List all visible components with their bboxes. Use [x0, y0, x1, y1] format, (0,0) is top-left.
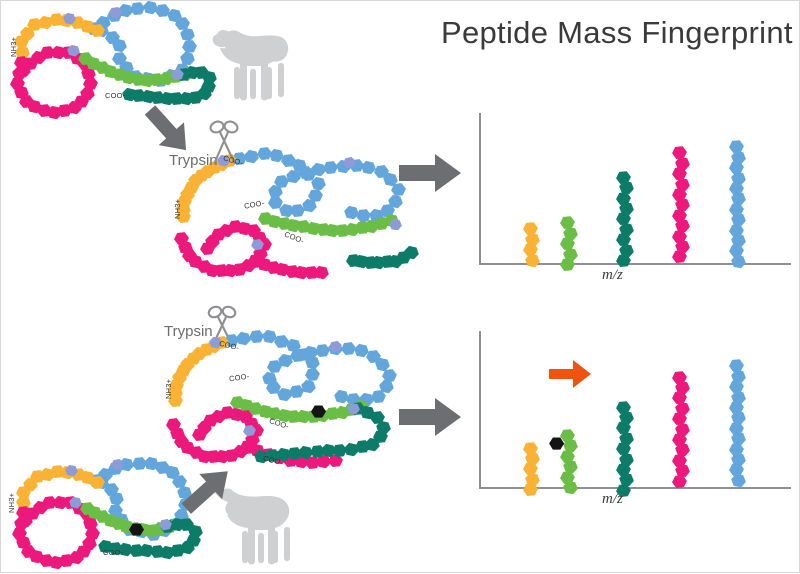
spectrum-bottom-y-axis	[479, 331, 481, 489]
spectrum-peak	[560, 216, 576, 265]
digested-peptides-top	[161, 121, 411, 286]
analysis-arrow-top	[399, 154, 461, 192]
intact-protein-bottom	[1, 451, 231, 574]
spectrum-peak	[616, 401, 632, 489]
modification-bead	[311, 405, 326, 418]
amino-acid-bead	[130, 2, 146, 17]
spectrum-peak	[523, 442, 539, 489]
trypsin-label-top: Trypsin	[169, 152, 218, 169]
page-title: Peptide Mass Fingerprint	[441, 15, 793, 50]
spectrum-peak	[729, 140, 745, 265]
spectrum-bottom-x-axis	[479, 487, 791, 489]
spectrum-peak	[616, 171, 632, 265]
spectrum-peak	[729, 359, 745, 489]
trypsin-label-bottom: Trypsin	[164, 323, 213, 340]
peak-modification-bead	[549, 437, 565, 450]
spectrum-top-x-axis	[479, 263, 791, 265]
digestion-arrow-top	[137, 99, 198, 162]
c-terminus-label-top: COO-	[105, 91, 126, 100]
n-terminus-label-bottom: NH3+	[7, 492, 16, 513]
mz-label-top: m/z	[602, 267, 623, 283]
mass-spectrum-bottom	[479, 331, 791, 489]
c-terminus-label-bottom: COO-	[103, 548, 124, 557]
amino-acid-bead	[342, 205, 359, 221]
amino-acid-bead	[304, 367, 320, 382]
spectrum-top-y-axis	[479, 113, 481, 265]
mass-spectrum-top	[479, 113, 791, 265]
digested-peptides-bottom	[151, 311, 421, 476]
spectrum-peak	[523, 222, 539, 265]
scissors-icon-top	[206, 119, 242, 172]
n-terminus-label-top: NH3+	[9, 36, 18, 57]
spectrum-peak	[560, 429, 576, 489]
modification-pointer-arrow	[549, 359, 591, 394]
sheep-silhouette	[206, 15, 298, 103]
amino-acid-bead	[131, 457, 147, 472]
modification-bead	[129, 523, 144, 536]
amino-acid-bead	[243, 148, 260, 164]
goat-silhouette	[213, 477, 305, 569]
spectrum-peak	[672, 371, 688, 490]
amino-acid-bead	[323, 160, 339, 175]
amino-acid-bead	[182, 39, 198, 54]
intact-protein-top	[1, 1, 231, 126]
spectrum-peak	[672, 146, 688, 265]
amino-acid-bead	[315, 343, 331, 358]
mz-label-bottom: m/z	[602, 491, 623, 507]
analysis-arrow-bottom	[399, 398, 461, 436]
digestion-arrow-bottom	[175, 459, 239, 522]
amino-acid-bead	[248, 329, 264, 344]
n-terminus-label-peptide-top: NH3+	[173, 198, 182, 219]
amino-acid-bead	[332, 389, 349, 405]
n-terminus-label-peptide-bottom: NH3+	[164, 378, 173, 399]
